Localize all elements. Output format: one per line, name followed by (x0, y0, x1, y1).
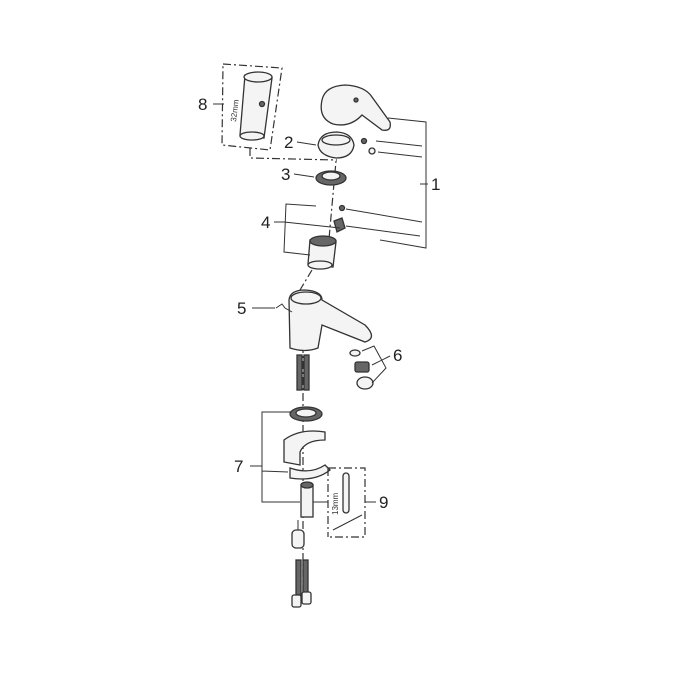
hoses-upper (296, 354, 310, 391)
callout-8: 8 (198, 95, 207, 114)
callout-1: 1 (431, 175, 440, 194)
part-5-pin (275, 303, 293, 313)
part-6-aerator (349, 349, 374, 390)
part-9-socket-tool: 13mm (327, 467, 366, 538)
callout-6: 6 (393, 346, 402, 365)
callout-7: 7 (234, 457, 243, 476)
dimension-32mm: 32mm (229, 99, 241, 122)
callout-5: 5 (237, 299, 246, 318)
callout-9: 9 (379, 493, 388, 512)
tool-8-leader (249, 148, 338, 161)
part-8-wrench-tool: 32mm (221, 63, 283, 151)
callout-3: 3 (281, 165, 290, 184)
part-3-nut (315, 170, 347, 186)
part-4-cartridge (307, 235, 337, 270)
bolt-and-nut (291, 520, 305, 549)
faucet-body (288, 289, 373, 352)
part-2-cap-ring (317, 131, 355, 159)
hoses-lower (291, 559, 312, 608)
assembly-axis (299, 149, 338, 600)
callout-2: 2 (284, 133, 293, 152)
part-1-lever-handle (320, 84, 391, 233)
dimension-13mm: 13mm (331, 492, 340, 515)
part-7-mounting-set (283, 406, 331, 518)
callout-4: 4 (261, 213, 270, 232)
